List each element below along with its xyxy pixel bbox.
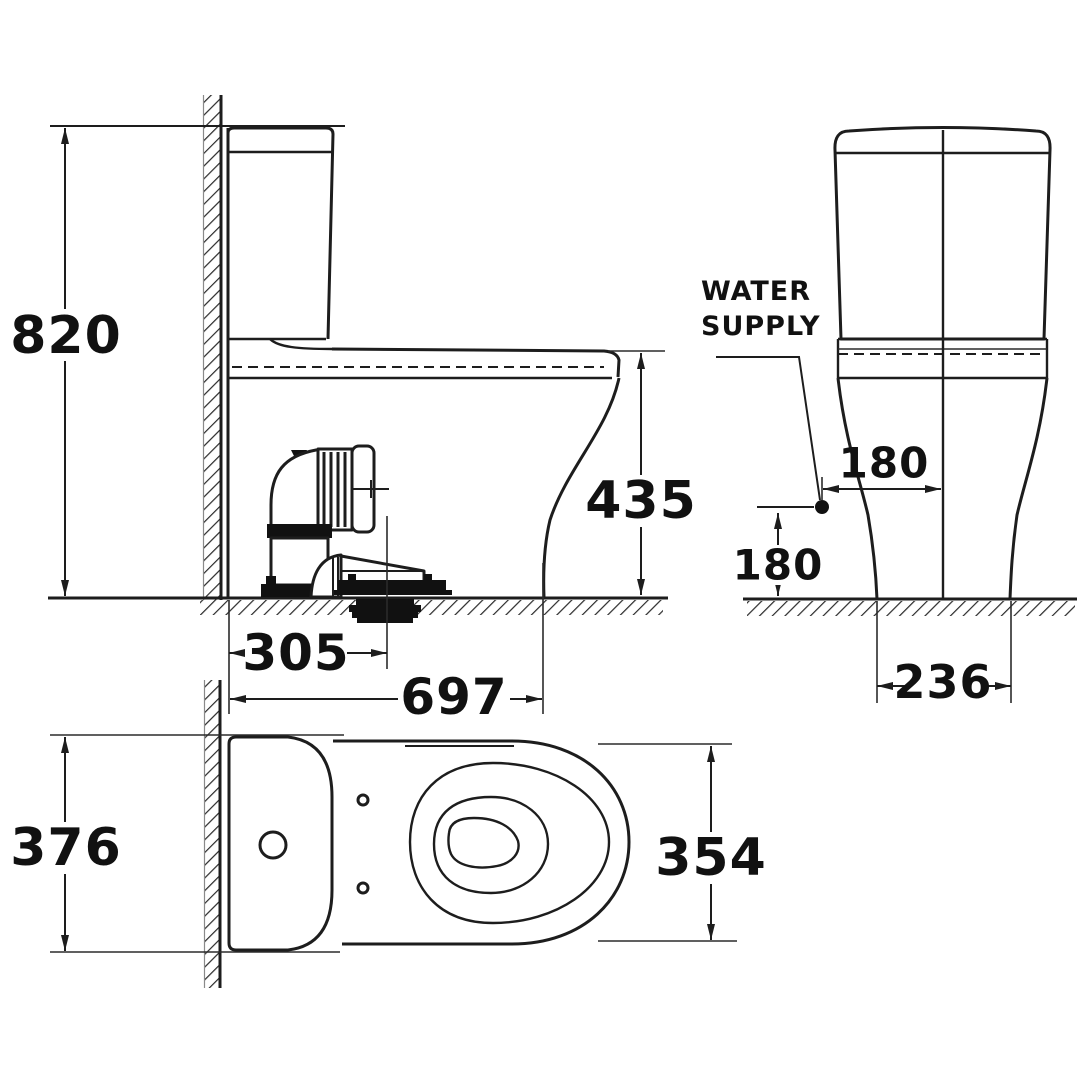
arrow-up-icon: [61, 737, 69, 753]
cistern-side: [226, 126, 335, 340]
water-supply-callout: WATER SUPPLY: [701, 276, 829, 514]
water-surface-outline: [447, 816, 520, 869]
wall-section-top: [203, 680, 222, 988]
seat-ring-outer: [408, 761, 611, 925]
dim-label-305: 305: [242, 624, 349, 682]
arrow-down-icon: [637, 579, 645, 595]
below-floor-coupling: [349, 599, 421, 623]
dim-label-236: 236: [893, 655, 992, 709]
arrow-up-icon: [61, 128, 69, 144]
arrow-right-icon: [995, 682, 1011, 690]
dim-label-180-offset: 180: [839, 439, 930, 488]
seat-lid-top-side: [331, 347, 621, 378]
bowl-front-curve-side: [542, 377, 621, 598]
arrow-right-icon: [526, 695, 542, 703]
dim-label-376: 376: [10, 818, 122, 878]
floor-line-side: [48, 596, 668, 615]
dim-label-820: 820: [10, 306, 122, 366]
front-view: WATER SUPPLY 180 180: [701, 126, 1077, 709]
dimension-rim-height: 435: [585, 350, 697, 595]
pedestal-left-curve: [836, 377, 879, 600]
pedestal-right-curve: [1008, 377, 1049, 600]
dimension-overall-depth: 697: [230, 563, 544, 726]
elbow-bend: [269, 448, 320, 535]
dimension-supply-offset: 180: [821, 439, 941, 500]
arrow-down-icon: [61, 935, 69, 951]
toilet-top-profile: [227, 735, 631, 952]
arrow-left-icon: [877, 682, 893, 690]
side-view: 820 435 305 697: [10, 95, 697, 726]
water-supply-label-line2: SUPPLY: [701, 311, 821, 342]
wall-section-side: [202, 95, 223, 612]
seat-lid-outline-top: [333, 739, 631, 946]
outlet-pipe-assembly: [261, 444, 452, 623]
hinge-hole-bottom: [356, 881, 370, 895]
water-supply-leader-line: [716, 356, 821, 501]
arrow-left-icon: [230, 695, 246, 703]
hinge-hole-top: [356, 793, 370, 807]
toilet-front-profile: [833, 126, 1052, 600]
dim-label-435: 435: [585, 471, 697, 531]
pipe-collar: [267, 524, 332, 538]
flush-button: [258, 830, 288, 860]
arrow-right-icon: [371, 649, 387, 657]
dimension-supply-height: 180: [733, 513, 824, 596]
dimension-overall-width: 376: [10, 734, 344, 953]
arrow-up-icon: [707, 746, 715, 762]
dimension-overall-height: 820: [10, 125, 345, 596]
water-supply-point: [815, 500, 829, 514]
arrow-down-icon: [707, 924, 715, 940]
toilet-side-profile: [226, 126, 621, 598]
dim-label-354: 354: [655, 828, 767, 888]
floor-line-front: [743, 597, 1077, 616]
top-view: 376 354: [10, 680, 767, 988]
arrow-left-icon: [229, 649, 245, 657]
arrow-left-icon: [823, 485, 839, 493]
floor-outlet-plate: [338, 580, 446, 591]
arrow-down-icon: [61, 580, 69, 596]
water-supply-label-line1: WATER: [701, 276, 811, 307]
dimension-base-width: 236: [876, 601, 1012, 709]
dimension-outlet-setout: 305: [228, 516, 388, 714]
dim-label-180-height: 180: [733, 541, 824, 590]
arrow-up-icon: [637, 353, 645, 369]
dimension-seat-width: 354: [598, 743, 767, 942]
bowl-rim-top: [432, 795, 550, 895]
arrow-right-icon: [925, 485, 941, 493]
dim-label-697: 697: [400, 668, 507, 726]
arrow-up-icon: [774, 513, 782, 529]
